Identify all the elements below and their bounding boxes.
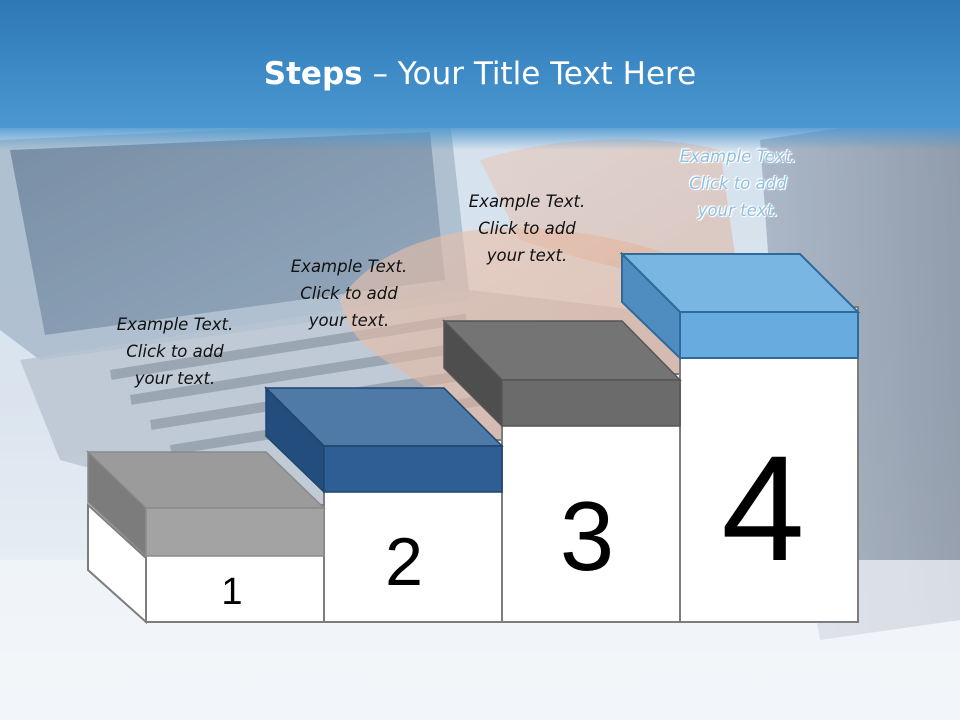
step-4-block-front <box>679 311 859 359</box>
caption-line: your text. <box>486 246 568 265</box>
step-1-caption[interactable]: Example Text. Click to add your text. <box>90 311 260 392</box>
step-3-number: 3 <box>560 481 615 591</box>
caption-line: Example Text. <box>468 192 586 211</box>
step-1-block[interactable] <box>86 450 326 558</box>
step-1-block-front <box>145 507 325 557</box>
caption-line: Example Text. <box>290 257 408 276</box>
caption-line: your text. <box>134 369 216 388</box>
step-2-caption[interactable]: Example Text. Click to add your text. <box>264 253 434 334</box>
caption-line: Click to add <box>126 342 224 361</box>
caption-line: your text. <box>697 201 779 220</box>
step-2-number: 2 <box>385 524 423 600</box>
caption-line: Click to add <box>478 219 576 238</box>
step-4-number: 4 <box>721 424 804 592</box>
step-2-block[interactable] <box>264 386 504 494</box>
title-band <box>0 0 960 150</box>
caption-line: Example Text. <box>116 315 234 334</box>
caption-line: Click to add <box>689 174 787 193</box>
step-2-block-front <box>323 445 503 493</box>
title-bold: Steps <box>263 56 363 92</box>
step-4-block[interactable] <box>619 251 861 361</box>
step-4-caption[interactable]: Example Text. Click to add your text. <box>653 143 823 224</box>
step-3-block[interactable] <box>442 319 682 428</box>
caption-line: Example Text. <box>679 147 797 166</box>
step-4-column <box>679 306 859 623</box>
slide-title: Steps – Your Title Text Here <box>0 54 960 94</box>
step-3-block-front <box>501 379 681 427</box>
step-3-caption[interactable]: Example Text. Click to add your text. <box>442 188 612 269</box>
caption-line: Click to add <box>300 284 398 303</box>
title-rest: – Your Title Text Here <box>362 56 697 92</box>
caption-line: your text. <box>308 311 390 330</box>
step-1-number: 1 <box>221 571 242 613</box>
